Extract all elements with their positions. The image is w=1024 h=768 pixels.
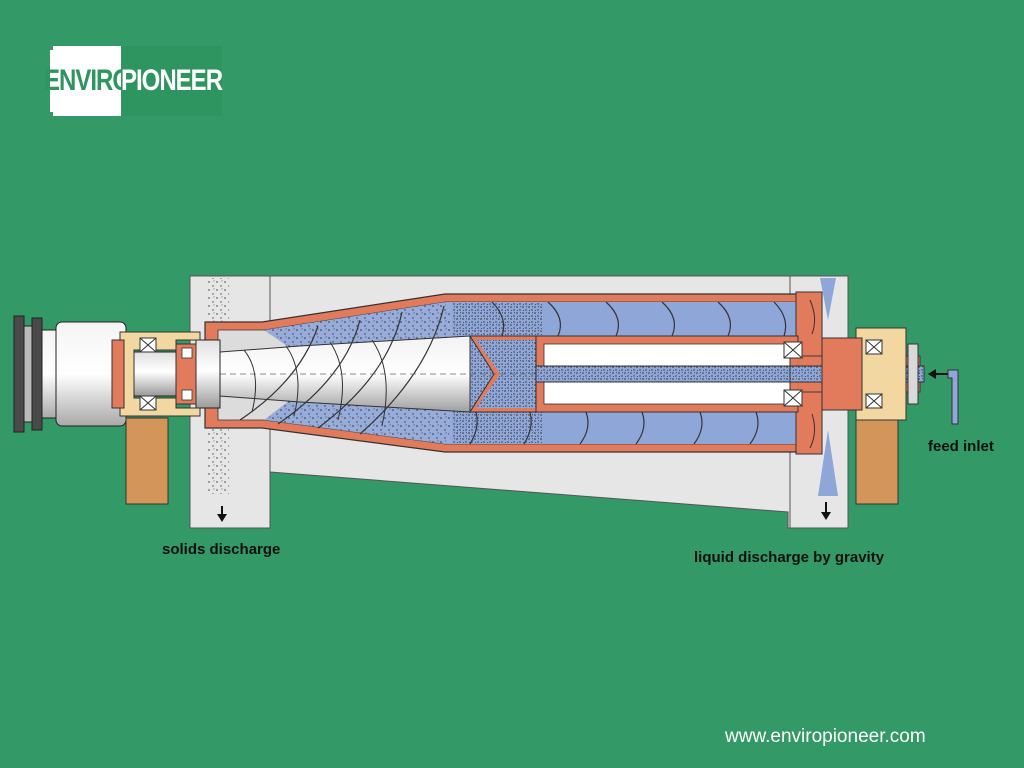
liquid-discharge-label: liquid discharge by gravity bbox=[694, 549, 885, 566]
logo-part-enviro: ENVIRO bbox=[44, 46, 131, 116]
liquid-spray-bottom bbox=[818, 430, 838, 496]
right-support bbox=[855, 419, 899, 505]
right-bearing bbox=[783, 299, 907, 449]
enviropioneer-logo: ENVIRO PIONEER bbox=[44, 46, 223, 116]
feed-inlet-arrow bbox=[928, 369, 959, 425]
drive-assembly bbox=[13, 315, 221, 433]
feed-inlet-label: feed inlet bbox=[928, 438, 994, 455]
left-bearing bbox=[111, 331, 201, 417]
solids-discharge-label: solids discharge bbox=[162, 541, 281, 558]
logo-part-pioneer: PIONEER bbox=[121, 46, 223, 116]
liquid-spray-top bbox=[820, 278, 836, 320]
liquid-discharge-arrow bbox=[821, 502, 831, 520]
solids-discharge-arrow bbox=[217, 506, 227, 522]
website-url: www.enviropioneer.com bbox=[725, 726, 926, 747]
pulley-left bbox=[13, 315, 25, 433]
pulley-right bbox=[31, 317, 43, 431]
left-support bbox=[125, 417, 169, 505]
